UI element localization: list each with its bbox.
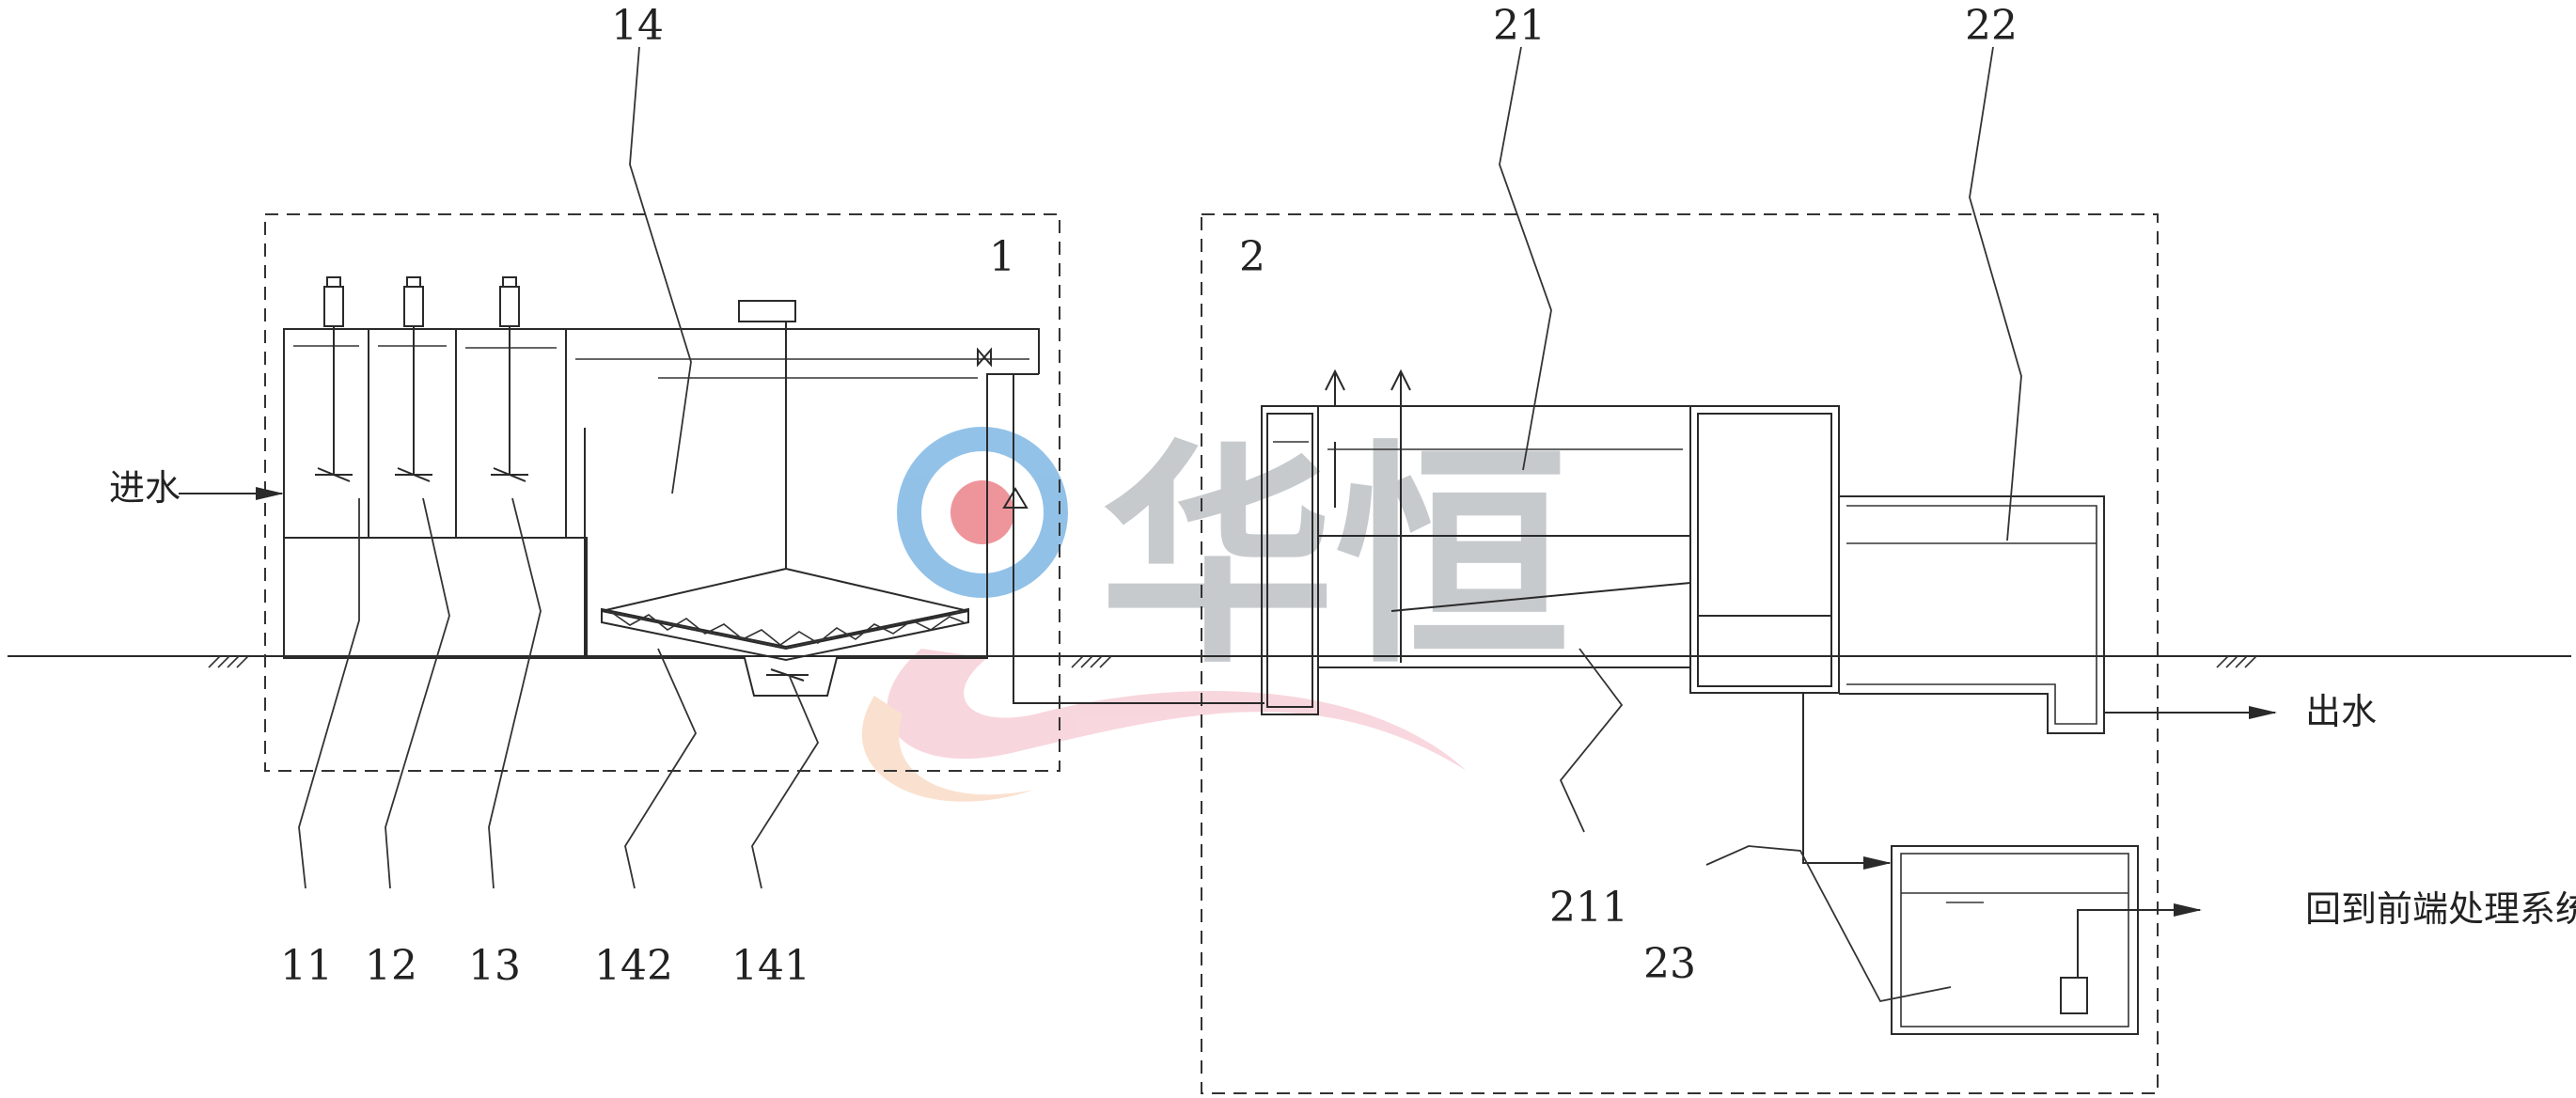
label-22: 22 [1965, 2, 2018, 50]
tank-23 [1802, 694, 2202, 1035]
zone-2-label: 2 [1239, 233, 1265, 281]
watermark-swoosh [887, 649, 1467, 771]
tank-base [283, 537, 588, 659]
zone-2-boundary [1201, 213, 2159, 1094]
clarifier-14 [565, 300, 1264, 704]
label-12: 12 [365, 942, 417, 990]
agitator-13 [491, 276, 528, 482]
label-142: 142 [594, 942, 673, 990]
agitator-12 [395, 276, 432, 482]
label-21: 21 [1493, 2, 1546, 50]
mixing-tanks [283, 276, 588, 659]
tank-22 [1839, 495, 2105, 734]
return-label: 回到前端处理系统 [2305, 888, 2576, 930]
scraper-truss-142 [601, 607, 969, 662]
label-23: 23 [1643, 940, 1696, 988]
ground-hatch-left [208, 655, 249, 668]
agitator-11 [315, 276, 353, 482]
label-211: 211 [1549, 884, 1628, 932]
label-13: 13 [468, 942, 521, 990]
ground-hatch-mid [1071, 655, 1112, 668]
return-pump [2060, 977, 2088, 1014]
outlet-label: 出水 [2305, 691, 2377, 732]
label-14: 14 [611, 2, 664, 50]
watermark-swoosh-2 [861, 696, 1034, 802]
label-11: 11 [280, 942, 333, 990]
label-141: 141 [731, 942, 810, 990]
tank-column [1689, 405, 1840, 694]
zone-1-label: 1 [989, 233, 1015, 281]
sludge-scraper-141 [766, 668, 809, 682]
watermark-ring [897, 427, 1068, 598]
ground-hatch-right [2216, 655, 2257, 668]
inlet-label: 进水 [109, 467, 181, 509]
scraper-drive [738, 300, 796, 322]
watermark-dot [950, 480, 1014, 544]
